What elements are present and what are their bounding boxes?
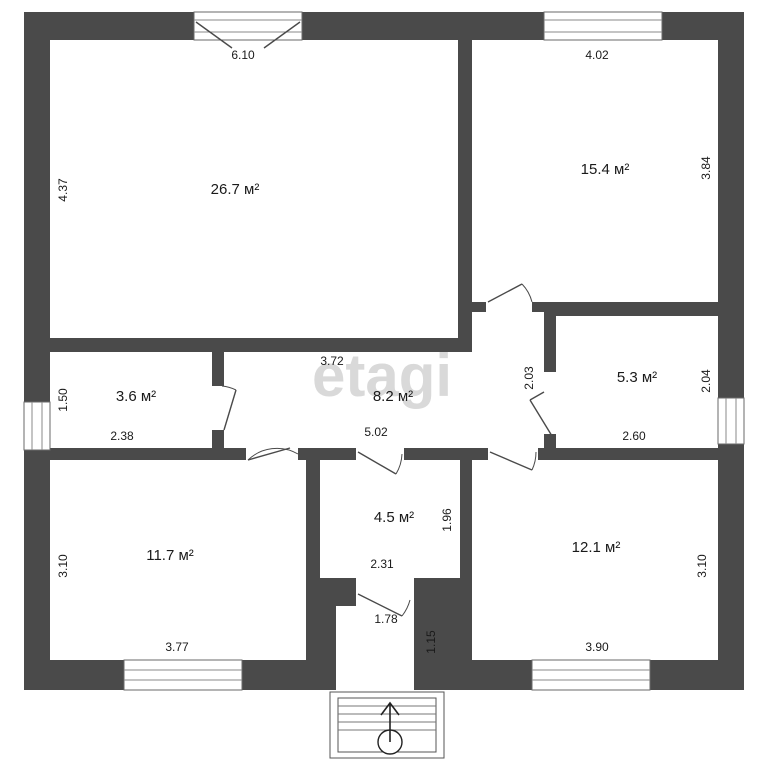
dim-living-side: 4.37 (56, 178, 70, 202)
dim-bath-side: 1.96 (440, 508, 454, 532)
entrance-opening (336, 686, 414, 692)
dim-vestibule-top: 1.78 (374, 612, 398, 626)
dim-bedroom-se-bottom: 3.90 (585, 640, 609, 654)
room-bedroom-se (472, 460, 718, 660)
room-living (50, 40, 458, 338)
room-bath (320, 460, 460, 578)
dim-living-top: 6.10 (231, 48, 255, 62)
area-small-w: 3.6 м² (116, 388, 156, 405)
dim-small-w-bottom: 2.38 (110, 429, 134, 443)
dim-bedroom-sw-side: 3.10 (56, 554, 70, 578)
dim-vestibule-side: 1.15 (424, 630, 438, 654)
dim-bedroom-sw-bottom: 3.77 (165, 640, 189, 654)
dim-bedroom-ne-side: 3.84 (699, 156, 713, 180)
room-bedroom-sw (50, 460, 306, 660)
room-small-e (556, 316, 718, 448)
room-small-w (50, 352, 212, 448)
window-bottom-right (531, 659, 651, 691)
window-top-right (543, 11, 663, 41)
door-hall-bedroom-ne (486, 283, 533, 316)
dim-small-w-side: 1.50 (56, 388, 70, 412)
door-bath (356, 448, 404, 475)
door-balcony (195, 21, 301, 49)
window-top-left (193, 11, 303, 41)
dim-small-e-side: 2.04 (699, 369, 713, 393)
watermark: etagi (312, 342, 452, 409)
window-right (717, 397, 745, 445)
dim-hall-bottom: 5.02 (364, 425, 388, 439)
dim-bedroom-ne-top: 4.02 (585, 48, 609, 62)
dim-hall-side: 2.03 (522, 366, 536, 390)
area-living: 26.7 м² (211, 181, 260, 198)
door-bedroom-se (488, 448, 538, 471)
area-bath: 4.5 м² (374, 509, 414, 526)
area-bedroom-ne: 15.4 м² (581, 161, 630, 178)
dim-bath-bottom: 2.31 (370, 557, 394, 571)
window-left (23, 401, 51, 451)
door-small-w (212, 385, 237, 431)
room-bedroom-ne (472, 40, 718, 302)
door-small-e (529, 372, 556, 437)
area-hall: 8.2 м² (373, 388, 413, 405)
door-vestibule (356, 578, 414, 617)
entrance-arrow-icon (377, 701, 403, 755)
door-bedroom-sw (246, 447, 299, 461)
area-bedroom-se: 12.1 м² (572, 539, 621, 556)
window-bottom-left (123, 659, 243, 691)
area-small-e: 5.3 м² (617, 369, 657, 386)
dim-bedroom-se-side: 3.10 (695, 554, 709, 578)
room-vestibule (336, 606, 414, 690)
dim-hall-top: 3.72 (320, 354, 344, 368)
room-hall-upper (472, 312, 544, 372)
area-bedroom-sw: 11.7 м² (146, 547, 194, 564)
dim-small-e-bottom: 2.60 (622, 429, 646, 443)
